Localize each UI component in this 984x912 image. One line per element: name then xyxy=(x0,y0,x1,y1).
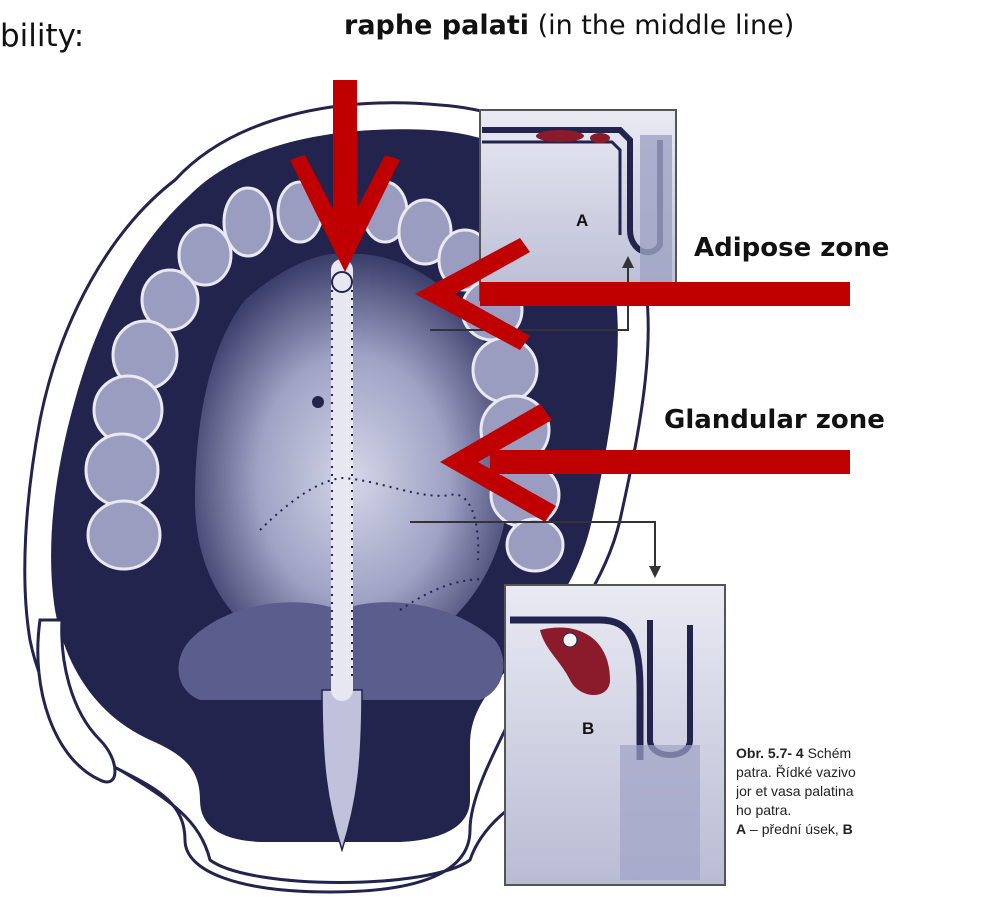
caption-line-3: jor et vasa palatina xyxy=(736,782,984,801)
inset-b-letter: B xyxy=(582,719,594,738)
caption-line-1: Obr. 5.7- 4 Schém xyxy=(736,744,984,763)
incisive-papilla xyxy=(332,272,352,292)
caption-figure-number: Obr. 5.7- 4 xyxy=(736,745,804,761)
caption-line-1-text: Schém xyxy=(804,745,851,761)
glandular-zone-label: Glandular zone xyxy=(664,405,885,435)
caption-line-4: ho patra. xyxy=(736,801,984,820)
caption-line-2: patra. Řídké vazivo xyxy=(736,763,984,782)
adipose-zone-label: Adipose zone xyxy=(694,233,889,263)
foramen xyxy=(312,396,324,408)
caption-line-5-text: – přední úsek, xyxy=(746,821,843,837)
figure-caption: Obr. 5.7- 4 Schém patra. Řídké vazivo jo… xyxy=(736,744,984,839)
caption-line-5: A – přední úsek, B xyxy=(736,820,984,839)
inset-b: B xyxy=(505,585,725,885)
inset-a: A xyxy=(480,110,676,300)
caption-b-letter: B xyxy=(843,821,853,837)
inset-b-leader-head xyxy=(649,566,661,578)
caption-a-letter: A xyxy=(736,821,746,837)
inset-a-letter: A xyxy=(576,211,588,230)
